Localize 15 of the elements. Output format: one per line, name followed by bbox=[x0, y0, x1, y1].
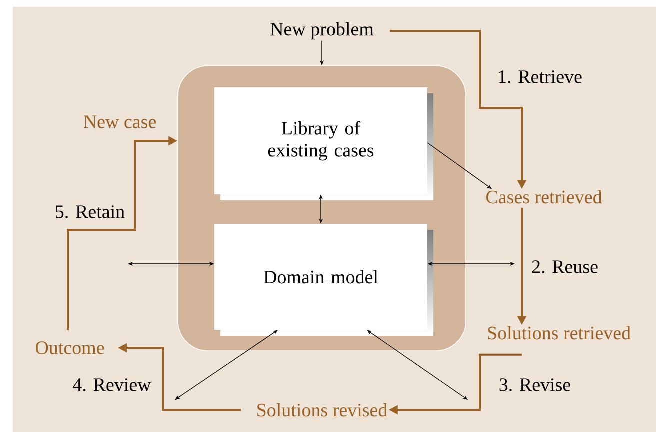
arrow bbox=[175, 330, 278, 400]
label-text: New case bbox=[84, 116, 156, 128]
node-text: New problem bbox=[270, 22, 374, 40]
arrow bbox=[367, 330, 468, 400]
process-box: Library of existing cases bbox=[214, 88, 434, 200]
edge-label: 1. Retrieve bbox=[496, 70, 584, 84]
process-box: Domain model bbox=[214, 224, 434, 336]
edge-label: 3. Revise bbox=[498, 378, 572, 392]
edge-label: 5. Retain bbox=[54, 204, 126, 220]
node-text: Solutions retrieved bbox=[488, 326, 631, 340]
node-text: Cases retrieved bbox=[486, 190, 602, 204]
node-text: Solutions revised bbox=[258, 403, 388, 417]
edge-label: 2. Reuse bbox=[530, 260, 600, 274]
node-text: Outcome bbox=[36, 342, 104, 354]
edge-label: 4. Review bbox=[72, 378, 152, 392]
